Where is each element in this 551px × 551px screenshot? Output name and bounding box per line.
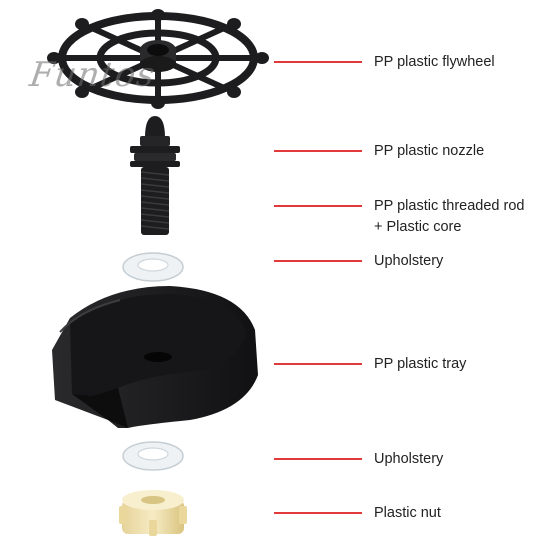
nozzle-part <box>130 116 180 167</box>
callout-nut: Plastic nut <box>274 503 544 543</box>
upholstery-washer-top <box>122 252 184 282</box>
brand-watermark: Funtos <box>27 55 158 95</box>
callout-tray: PP plastic tray <box>274 354 544 394</box>
upholstery-washer-bottom <box>122 441 184 471</box>
part-label-line2: + Plastic core <box>374 219 462 235</box>
leader-line <box>274 150 362 152</box>
part-label: PP plastic flywheel <box>374 54 495 70</box>
leader-line <box>274 260 362 262</box>
part-label: PP plastic threaded rod <box>374 198 525 214</box>
leader-line <box>274 363 362 365</box>
leader-line <box>274 205 362 207</box>
part-label: Upholstery <box>374 253 444 269</box>
callout-upholstery-bottom: Upholstery <box>274 449 544 489</box>
callout-upholstery-top: Upholstery <box>274 251 544 291</box>
leader-line <box>274 61 362 63</box>
callout-nozzle: PP plastic nozzle <box>274 141 544 181</box>
leader-line <box>274 512 362 514</box>
threaded-rod-part <box>140 167 170 235</box>
plastic-nut-part <box>119 490 187 536</box>
tray-part <box>52 286 258 428</box>
part-label: Upholstery <box>374 451 444 467</box>
callout-flywheel: PP plastic flywheel <box>274 52 544 92</box>
part-label: PP plastic nozzle <box>374 143 485 159</box>
flywheel-part <box>47 9 269 109</box>
callout-threaded-rod: PP plastic threaded rod + Plastic core <box>274 196 544 240</box>
leader-line <box>274 458 362 460</box>
part-label: PP plastic tray <box>374 356 467 372</box>
part-label: Plastic nut <box>374 505 441 521</box>
